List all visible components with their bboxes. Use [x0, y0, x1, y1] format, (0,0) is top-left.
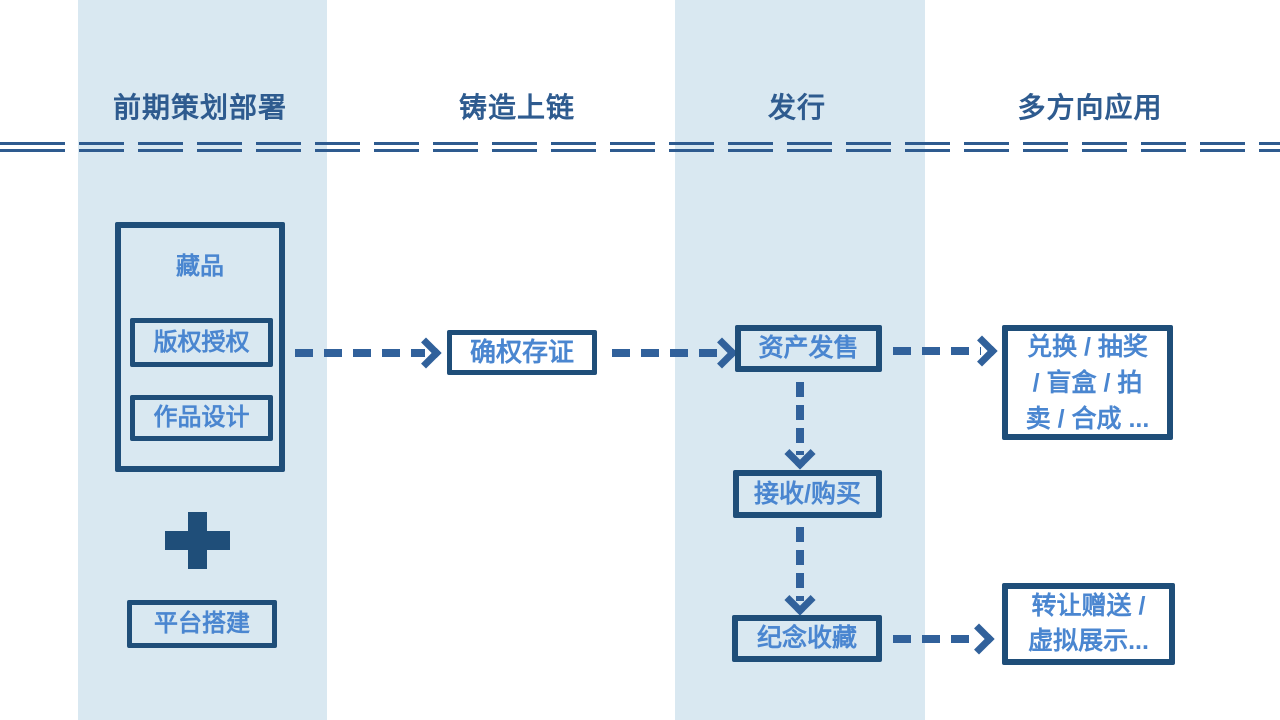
- applications-usage-box: 兑换 / 抽奖 / 盲盒 / 拍 卖 / 合成 ...: [1002, 325, 1173, 440]
- arrowhead-down-icon: [784, 584, 816, 616]
- arrow-dashed-line: [796, 527, 804, 601]
- arrow-dashed-line: [893, 635, 978, 643]
- arrowhead-right-icon: [706, 337, 738, 369]
- transfer-display-box: 转让赠送 / 虚拟展示...: [1002, 583, 1175, 665]
- asset-sale-label: 资产发售: [758, 334, 859, 362]
- applications-usage-label: 兑换 / 抽奖 / 盲盒 / 拍 卖 / 合成 ...: [1025, 332, 1150, 433]
- arrowhead-right-icon: [966, 335, 998, 367]
- artwork-design-box: 作品设计: [130, 395, 273, 441]
- arrow-dashed-line: [612, 349, 721, 357]
- phase-divider-line: [0, 142, 1280, 152]
- arrow-dashed-line: [295, 349, 425, 357]
- memorial-collection-label: 纪念收藏: [756, 624, 857, 652]
- column-header-applications: 多方向应用: [1017, 92, 1163, 123]
- asset-sale-box: 资产发售: [735, 325, 882, 372]
- receive-purchase-label: 接收/购买: [754, 479, 861, 508]
- arrow-minting-to-issuance: [612, 337, 738, 369]
- collection-group-box: 藏品: [115, 222, 285, 472]
- column-header-issuance: 发行: [767, 92, 826, 123]
- arrowhead-right-icon: [963, 623, 995, 655]
- arrow-dashed-line: [796, 382, 804, 455]
- phase-divider-line-top: [0, 142, 1280, 145]
- arrow-sale-to-receive: [784, 382, 816, 470]
- rights-confirmation-label: 确权存证: [469, 337, 574, 368]
- arrowhead-down-icon: [784, 438, 816, 470]
- copyright-license-label: 版权授权: [153, 328, 250, 356]
- column-header-planning: 前期策划部署: [112, 92, 287, 123]
- collection-group-title: 藏品: [176, 253, 224, 280]
- rights-confirmation-box: 确权存证: [447, 330, 597, 375]
- platform-build-box: 平台搭建: [127, 600, 277, 648]
- arrowhead-right-icon: [410, 337, 442, 369]
- plus-icon-bar-vertical: [188, 512, 207, 569]
- copyright-license-box: 版权授权: [130, 318, 273, 367]
- arrow-issuance-to-applications: [893, 335, 998, 367]
- arrow-planning-to-minting: [295, 337, 442, 369]
- artwork-design-label: 作品设计: [153, 404, 250, 432]
- arrow-collect-to-transfer: [893, 623, 995, 655]
- phase-divider-line-bottom: [0, 149, 1280, 152]
- memorial-collection-box: 纪念收藏: [732, 615, 882, 662]
- arrow-receive-to-collect: [784, 527, 816, 616]
- column-header-minting: 铸造上链: [458, 92, 575, 123]
- transfer-display-label: 转让赠送 / 虚拟展示...: [1028, 592, 1149, 655]
- platform-build-label: 平台搭建: [154, 610, 250, 638]
- receive-purchase-box: 接收/购买: [733, 470, 882, 518]
- arrow-dashed-line: [893, 347, 981, 355]
